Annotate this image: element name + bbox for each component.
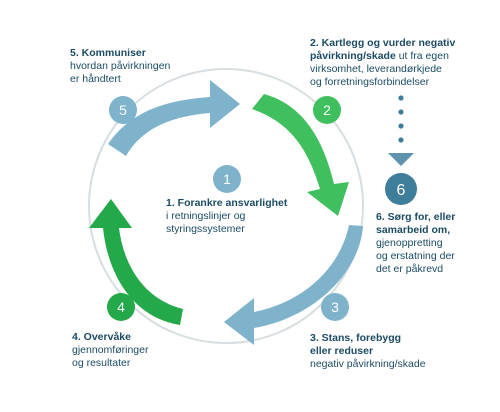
step-4-text: 4. Overvåke gjennomføringer og resultate… [72, 331, 148, 370]
step-3-line-1: negativ påvirkning/skade [310, 358, 426, 370]
step-2-title-line-2: påvirkning/skade [310, 50, 396, 62]
step-5-line-1: hvordan påvirkningen [70, 60, 171, 72]
step-6-title-line-1: 6. Sørg for, eller [376, 211, 456, 223]
step-6-text: 6. Sørg for, eller samarbeid om, gjenopp… [376, 211, 455, 276]
step-badge-5: 5 [109, 96, 137, 124]
step-number-4: 4 [117, 299, 125, 315]
cycle-arrow-right [252, 94, 349, 216]
step-6-line-2: og erstatning der [376, 250, 455, 262]
step-badge-2: 2 [313, 96, 341, 124]
step-3-text: 3. Stans, forebygg eller reduser negativ… [310, 332, 426, 371]
step-5-line-2: er håndtert [70, 73, 121, 85]
step-badge-6: 6 [385, 173, 417, 205]
step-badge-1: 1 [213, 165, 241, 193]
step-4-title: 4. Overvåke [72, 331, 131, 343]
step-4-line-1: gjennomføringer [72, 344, 149, 356]
step-2-text: 2. Kartlegg og vurder negativ påvirkning… [310, 37, 455, 89]
step-badge-4: 4 [107, 293, 135, 321]
step-2-line-2: og forretningsforbindelser [310, 76, 430, 88]
step-number-1: 1 [223, 171, 231, 187]
step-6-title-line-2: samarbeid om, [376, 224, 451, 236]
step-2-title-line-1: 2. Kartlegg og vurder negativ [310, 37, 456, 49]
step-1-line-1: i retningslinjer og [166, 210, 246, 222]
step-3-title-line-1: 3. Stans, forebygg [310, 332, 402, 344]
step-badge-3: 3 [321, 293, 349, 321]
connector-arrowhead [388, 153, 414, 166]
step-2-line-1: virksomhet, leverandørkjede [310, 63, 442, 75]
cycle-arrow-bottom-right [224, 225, 363, 345]
step-number-5: 5 [119, 102, 127, 118]
step-5-title: 5. Kommuniser [70, 47, 146, 59]
step-1-text: 1. Forankre ansvarlighet i retningslinje… [166, 197, 287, 236]
step-number-6: 6 [397, 182, 406, 199]
connector-dots [398, 95, 404, 143]
cycle-ring [88, 68, 364, 344]
step-5-text: 5. Kommuniser hvordan påvirkningen er hå… [70, 47, 170, 86]
step-6-line-1: gjenoppretting [376, 237, 443, 249]
step-2-title-tail: ut fra egen [395, 50, 449, 62]
step-number-2: 2 [323, 102, 331, 118]
step-1-title: 1. Forankre ansvarlighet [166, 197, 288, 209]
step-3-title-line-2: eller reduser [310, 345, 374, 357]
step-4-line-2: og resultater [72, 357, 131, 369]
step-1-line-2: styringssystemer [166, 223, 245, 235]
step-6-line-3: det er påkrevd [376, 263, 444, 275]
cycle-arrow-top [108, 80, 240, 156]
step-number-3: 3 [331, 299, 339, 315]
cycle-arrow-left [89, 199, 183, 325]
